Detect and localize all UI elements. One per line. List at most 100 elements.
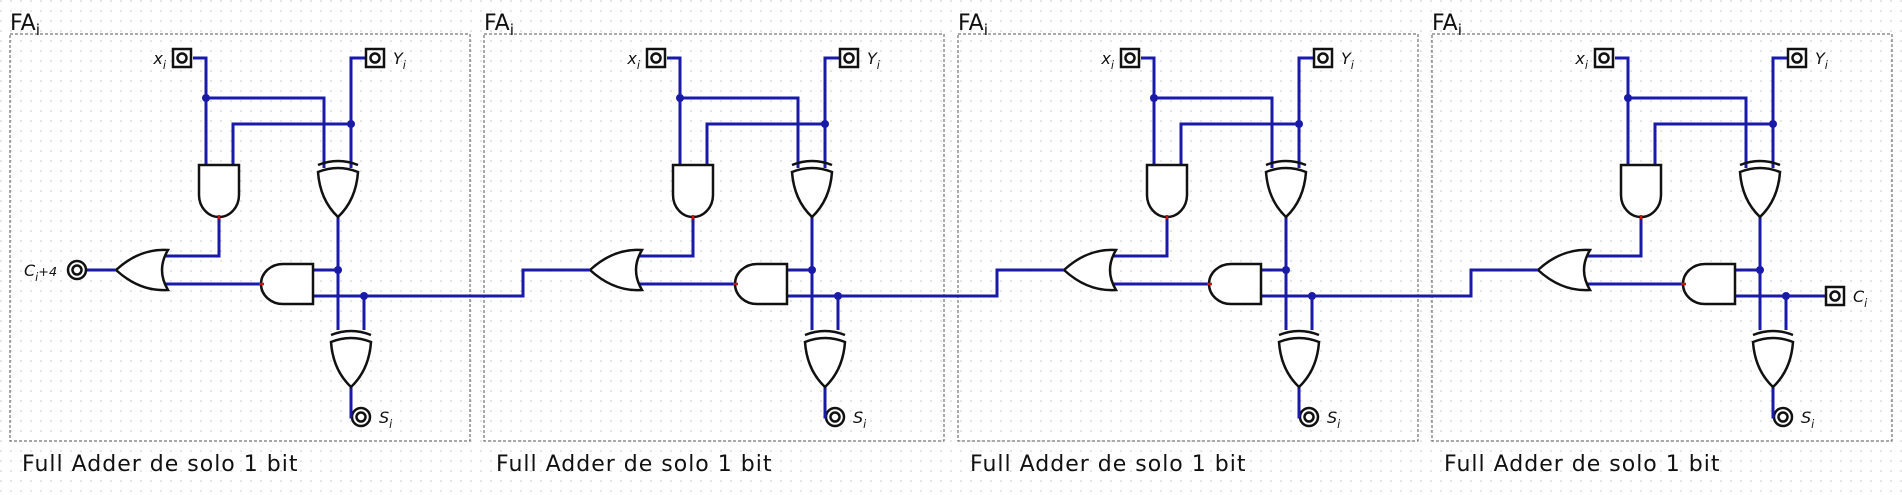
and1-out [165, 217, 221, 258]
and1-out [639, 217, 695, 258]
block-title: FAi [484, 11, 514, 39]
wire-junction [1295, 120, 1303, 128]
pin-dot [829, 411, 841, 423]
s-label: Si [1327, 408, 1341, 431]
pin-dot [1791, 52, 1803, 64]
xor-gate [1738, 166, 1782, 219]
pin-dot [1124, 52, 1136, 64]
and-gate [671, 163, 715, 219]
subcircuit-border [9, 33, 471, 442]
and-gate [259, 262, 315, 306]
wire-junction [808, 266, 816, 274]
block-caption: Full Adder de solo 1 bit [22, 452, 298, 477]
block-caption: Full Adder de solo 1 bit [496, 452, 772, 477]
carry-in-label: Ci [1853, 287, 1868, 310]
xi-label: xi [1100, 49, 1114, 72]
block-title: FAi [958, 11, 988, 39]
xor-gate [790, 166, 834, 219]
pin-dot [176, 52, 188, 64]
and1-out [1587, 217, 1643, 258]
xor-gate [1264, 166, 1308, 219]
s-label: Si [853, 408, 867, 431]
xi-label: xi [626, 49, 640, 72]
and-gate [1207, 262, 1263, 306]
yi-label: Yi [1815, 49, 1829, 72]
subcircuit-border [483, 33, 945, 442]
xor-gate-arc [791, 159, 833, 167]
xi-branch [1154, 96, 1274, 168]
pin-dot [355, 411, 367, 423]
xor-gate-arc [330, 329, 372, 337]
block-title: FAi [10, 11, 40, 39]
xi-branch [206, 96, 326, 168]
s-label: Si [1801, 408, 1815, 431]
pin-dot [843, 52, 855, 64]
wire-junction [1769, 120, 1777, 128]
block-caption: Full Adder de solo 1 bit [970, 452, 1246, 477]
or-gate [1062, 248, 1119, 292]
xi-wire [193, 56, 208, 165]
wire-junction [676, 94, 684, 102]
yi-label: Yi [1341, 49, 1355, 72]
si-wire [1771, 408, 1775, 419]
xi-wire [1141, 56, 1156, 165]
si-wire [823, 408, 827, 419]
yi-branch [231, 122, 351, 165]
yi-label: Yi [867, 49, 881, 72]
carry-link [1312, 268, 1538, 298]
pin-dot [1317, 52, 1329, 64]
yi-branch [705, 122, 825, 165]
xi-branch [680, 96, 800, 168]
and-gate [1145, 163, 1189, 219]
xi-branch [1628, 96, 1748, 168]
carry-link [838, 268, 1064, 298]
xi-wire [667, 56, 682, 165]
xi-wire [1615, 56, 1630, 165]
pin-dot [1829, 290, 1841, 302]
or-gate [114, 248, 171, 292]
xor-gate [329, 336, 373, 389]
wire-junction [202, 94, 210, 102]
carry-out-label: Ci+4 [24, 261, 57, 284]
subcircuit-border [957, 33, 1419, 442]
pin-dot [369, 52, 381, 64]
subcircuit-border [1431, 33, 1893, 442]
and-gate [197, 163, 241, 219]
or-gate [588, 248, 645, 292]
yi-branch [1179, 122, 1299, 165]
xor-gate [316, 166, 360, 219]
wire-junction [821, 120, 829, 128]
yi-label: Yi [393, 49, 407, 72]
pin-dot [1777, 411, 1789, 423]
wire-junction [1150, 94, 1158, 102]
wire-junction [1282, 266, 1290, 274]
xor-gate [803, 336, 847, 389]
xor-gate-arc [317, 159, 359, 167]
or-gate [1536, 248, 1593, 292]
wire-junction [1756, 266, 1764, 274]
si-wire [1297, 408, 1301, 419]
xi-label: xi [152, 49, 166, 72]
wire-junction [1624, 94, 1632, 102]
xor-gate-arc [1739, 159, 1781, 167]
yi-branch [1653, 122, 1773, 165]
pin-dot [1598, 52, 1610, 64]
xor-gate-arc [1752, 329, 1794, 337]
and1-out [1113, 217, 1169, 258]
and-gate [1681, 262, 1737, 306]
xor-gate [1751, 336, 1795, 389]
pin-dot [650, 52, 662, 64]
wire-junction [334, 266, 342, 274]
si-wire [349, 408, 353, 419]
xor-gate-arc [1278, 329, 1320, 337]
block-caption: Full Adder de solo 1 bit [1444, 452, 1720, 477]
block-title: FAi [1432, 11, 1462, 39]
and-gate [733, 262, 789, 306]
xor-gate [1277, 336, 1321, 389]
